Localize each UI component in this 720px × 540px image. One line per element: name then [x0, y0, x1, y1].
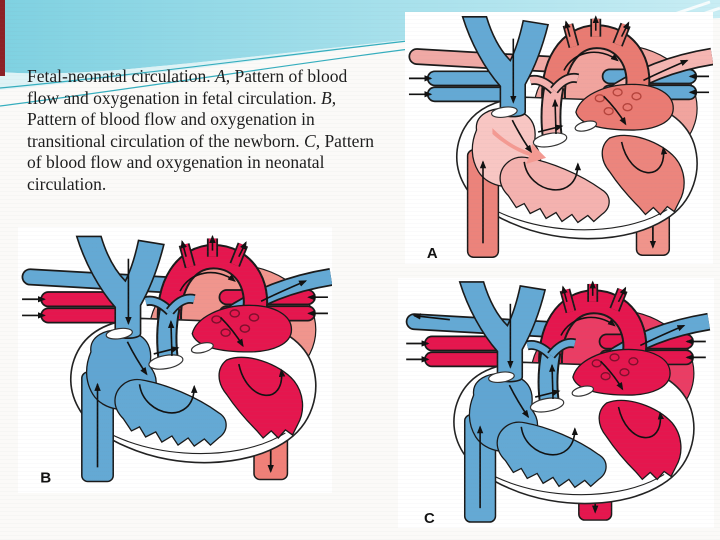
figure-c-neonatal-diagram: C: [398, 278, 714, 528]
arch-branch-arrows: [180, 234, 247, 258]
figure-label: B: [40, 470, 51, 487]
pulmonary-vein-ostia: [594, 88, 642, 116]
superior-vena-cava: [461, 15, 550, 118]
heart-circulation-diagram: C: [405, 280, 711, 527]
foramen-ovale-arrow: [492, 128, 547, 164]
left-atrium: [572, 348, 671, 396]
figure-c-mount: C: [398, 278, 714, 528]
pulmonary-vein-ostia: [211, 309, 260, 337]
heart-circulation-diagram: A: [408, 15, 713, 262]
heart-circulation-diagram: B: [21, 234, 332, 487]
superior-vena-cava: [75, 235, 165, 340]
figure-a-mount: A: [405, 12, 713, 264]
pulmonary-vein-ostia: [591, 353, 639, 381]
figure-label: A: [427, 246, 438, 262]
valves: [490, 106, 598, 148]
flow-arrows: [479, 38, 689, 244]
left-atrium: [575, 83, 674, 131]
flow-arrows: [476, 303, 686, 509]
aortic-arch: [156, 234, 269, 329]
aortic-arch: [538, 280, 648, 373]
left-atrium: [191, 304, 293, 353]
figure-b-transitional-diagram: B: [18, 227, 332, 493]
valves: [488, 371, 595, 413]
flow-arrows: [94, 258, 308, 468]
accent-bar: [0, 0, 5, 76]
inflow-arrows: [408, 73, 710, 98]
inflow-arrows: [22, 293, 328, 319]
figure-b-mount: B: [18, 227, 332, 493]
inflow-arrows: [406, 338, 706, 363]
caption-text: Fetal-neonatal circulation. A, Pattern o…: [27, 66, 375, 194]
valves: [105, 327, 214, 370]
figure-label: C: [424, 511, 435, 527]
aortic-arch: [541, 15, 651, 108]
pulmonary-outflow-arrow: [412, 313, 450, 321]
superior-vena-cava: [458, 281, 547, 383]
arch-branch-arrows: [564, 15, 630, 38]
arch-branch-arrows: [561, 280, 627, 303]
figure-a-fetal-diagram: A: [405, 12, 713, 264]
